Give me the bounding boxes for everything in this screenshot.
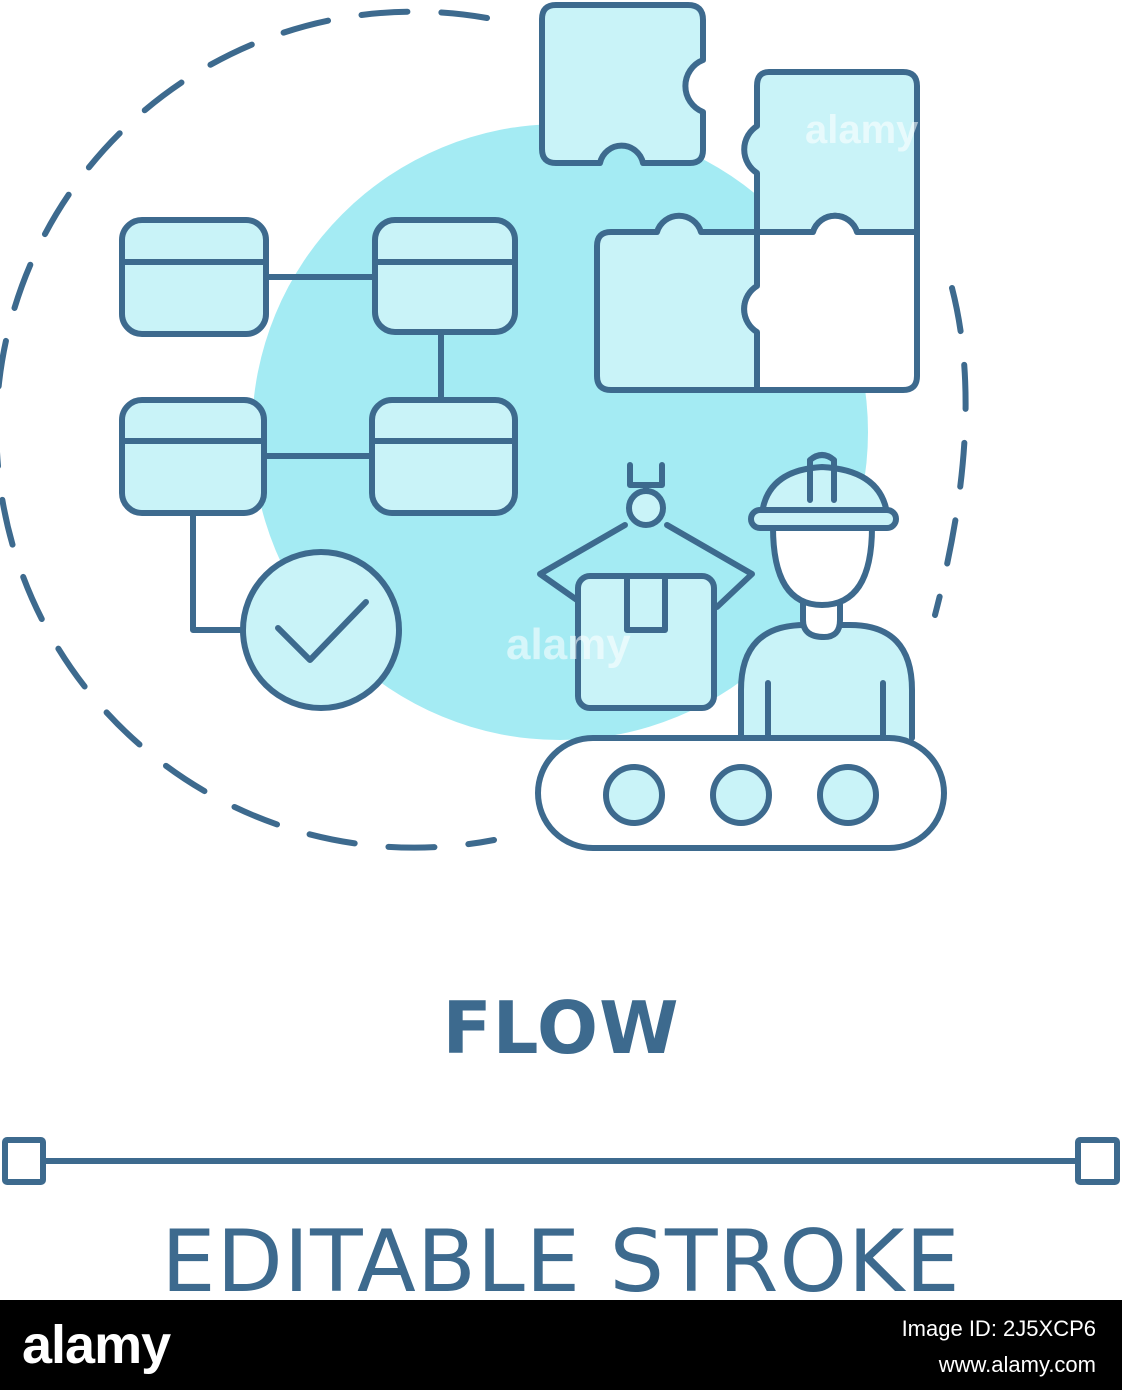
- watermark: alamy: [805, 108, 919, 152]
- box-icon: [575, 573, 717, 711]
- footer-logo: alamy: [22, 1315, 171, 1375]
- watermark: alamy: [506, 620, 631, 669]
- dashed-circle-outline: [0, 8, 497, 851]
- checkmark-icon: [240, 549, 402, 711]
- dashed-arc-right: [932, 285, 969, 618]
- site-url-text: www.alamy.com: [938, 1352, 1096, 1377]
- image-id-text: Image ID: 2J5XCP6: [901, 1316, 1096, 1341]
- worker-icon: [738, 452, 915, 741]
- puzzle-icon: [539, 2, 920, 393]
- editable-stroke-line: [2, 1137, 1120, 1185]
- flowchart-icon: [119, 217, 518, 633]
- subtitle: EDITABLE STROKE: [161, 1212, 961, 1312]
- flow-concept-illustration: [0, 2, 1120, 1185]
- page-title: FLOW: [442, 986, 680, 1070]
- conveyor-icon: [535, 735, 947, 851]
- footer-bar: alamy Image ID: 2J5XCP6 www.alamy.com: [0, 1300, 1122, 1390]
- robotic-arm-icon: [537, 462, 755, 610]
